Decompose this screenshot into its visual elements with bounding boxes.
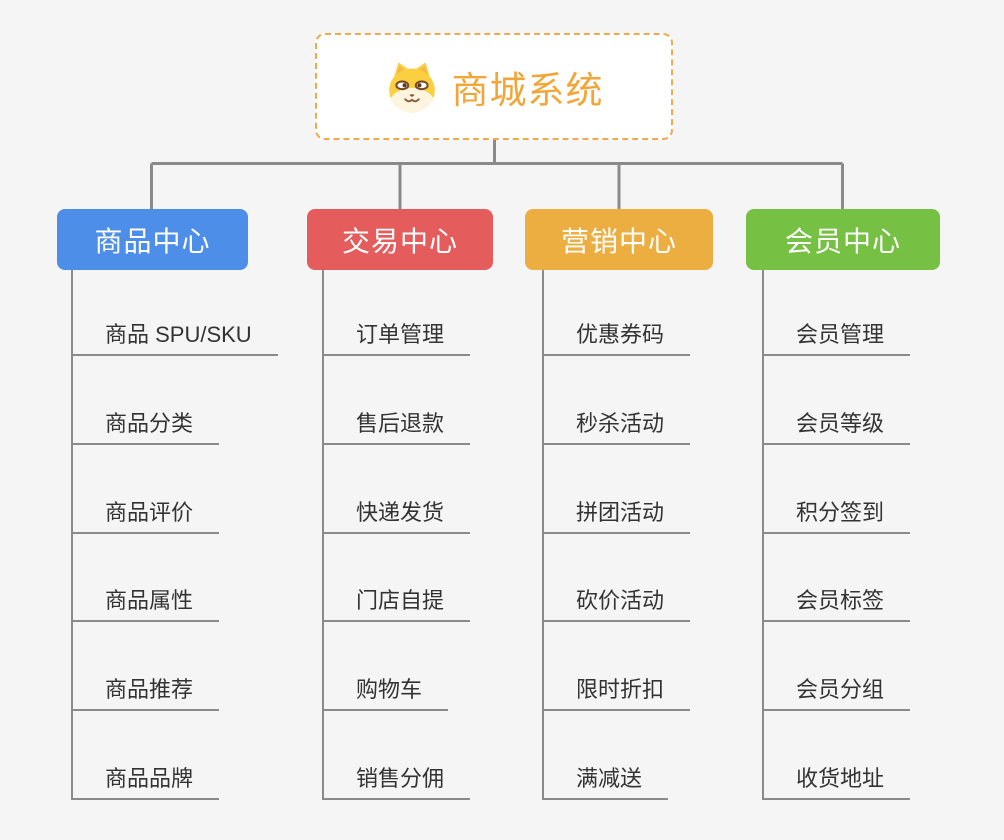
- leaf-node[interactable]: 购物车: [323, 671, 449, 711]
- leaf-node[interactable]: 秒杀活动: [543, 405, 691, 445]
- leaf-node[interactable]: 满减送: [543, 760, 669, 800]
- branch-node-member-center[interactable]: 会员中心: [746, 209, 940, 270]
- leaf-node[interactable]: 商品品牌: [72, 760, 220, 800]
- leaf-node[interactable]: 商品分类: [72, 405, 220, 445]
- branch-label: 营销中心: [560, 225, 677, 257]
- root-node[interactable]: 商城系统: [315, 33, 673, 140]
- leaf-node[interactable]: 会员等级: [763, 405, 911, 445]
- dog-face-icon: [385, 60, 439, 114]
- leaf-node[interactable]: 售后退款: [323, 405, 471, 445]
- leaf-node[interactable]: 销售分佣: [323, 760, 471, 800]
- leaf-node[interactable]: 商品推荐: [72, 671, 220, 711]
- branch-node-marketing-center[interactable]: 营销中心: [525, 209, 713, 270]
- leaf-node[interactable]: 会员管理: [763, 316, 911, 356]
- leaf-node[interactable]: 砍价活动: [543, 582, 691, 622]
- leaf-node[interactable]: 优惠券码: [543, 316, 691, 356]
- branch-label: 交易中心: [341, 225, 458, 257]
- leaf-node[interactable]: 商品属性: [72, 582, 220, 622]
- branch-node-trade-center[interactable]: 交易中心: [307, 209, 493, 270]
- leaf-node[interactable]: 收货地址: [763, 760, 911, 800]
- leaf-node[interactable]: 会员分组: [763, 671, 911, 711]
- leaf-node[interactable]: 快递发货: [323, 494, 471, 534]
- root-title: 商城系统: [451, 69, 604, 111]
- leaf-node[interactable]: 积分签到: [763, 494, 911, 534]
- leaf-node[interactable]: 拼团活动: [543, 494, 691, 534]
- branch-label: 会员中心: [784, 225, 901, 257]
- branch-node-product-center[interactable]: 商品中心: [57, 209, 248, 270]
- leaf-node[interactable]: 限时折扣: [543, 671, 691, 711]
- leaf-node[interactable]: 商品评价: [72, 494, 220, 534]
- leaf-node[interactable]: 订单管理: [323, 316, 471, 356]
- branch-label: 商品中心: [94, 225, 211, 257]
- leaf-node[interactable]: 商品 SPU/SKU: [72, 316, 278, 356]
- leaf-node[interactable]: 门店自提: [323, 582, 471, 622]
- leaf-node[interactable]: 会员标签: [763, 582, 911, 622]
